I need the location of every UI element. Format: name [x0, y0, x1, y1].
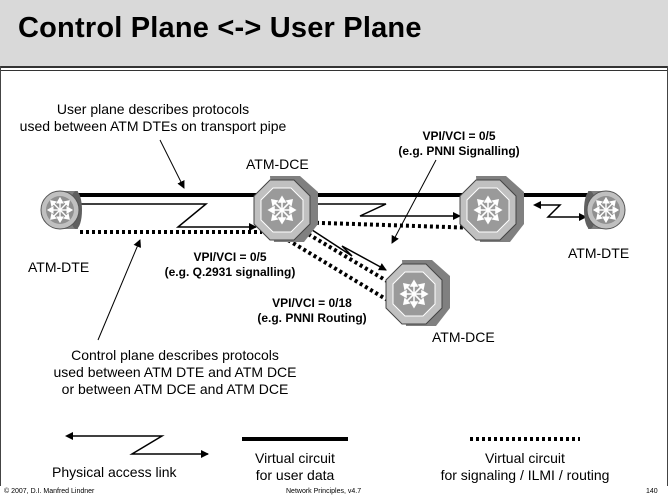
control-plane-text-2: used between ATM DTE and ATM DCE — [53, 364, 297, 380]
atm-dce-top-label: ATM-DCE — [246, 156, 309, 172]
physical-link-lower — [300, 222, 387, 271]
control-plane-pointer — [97, 239, 141, 341]
user-plane-annotation: User plane describes protocols used betw… — [0, 101, 306, 135]
footer-copyright: © 2007, D.I. Manfred Lindner — [4, 488, 95, 495]
atm-dte-left-label: ATM-DTE — [28, 259, 90, 275]
legend-signalling-label: Virtual circuit for signaling / ILMI / r… — [420, 450, 630, 484]
atm-dte-right-label: ATM-DTE — [568, 245, 630, 261]
physical-link-left — [71, 200, 257, 231]
atm-dce-right-icon — [459, 176, 524, 242]
physical-link-right — [533, 201, 587, 221]
user-plane-text-1: User plane describes protocols — [56, 101, 250, 117]
legend-physical-link-symbol — [65, 432, 209, 458]
legend-user-data-text-1: Virtual circuit — [255, 450, 335, 466]
legend-signalling-text-1: Virtual circuit — [485, 450, 565, 466]
signalling-circuit-dce-dce — [291, 220, 479, 230]
pnni-routing-text-1: VPI/VCI = 0/18 — [272, 296, 352, 310]
pnni-signalling-text-1: VPI/VCI = 0/5 — [422, 129, 496, 143]
signalling-pointer — [391, 159, 437, 244]
control-plane-annotation: Control plane describes protocols used b… — [0, 347, 350, 398]
legend-physical-label: Physical access link — [52, 464, 177, 480]
title-bar: Control Plane <-> User Plane — [0, 0, 668, 68]
footer-course: Network Principles, v4.7 — [286, 488, 362, 495]
pnni-signalling-annotation: VPI/VCI = 0/5 (e.g. PNNI Signalling) — [384, 129, 534, 159]
pnni-routing-annotation: VPI/VCI = 0/18 (e.g. PNNI Routing) — [236, 296, 388, 326]
user-plane-text-2: used between ATM DTEs on transport pipe — [19, 118, 287, 134]
atm-dte-left-icon — [40, 190, 82, 230]
physical-link-middle — [305, 200, 461, 220]
slide-title: Control Plane <-> User Plane — [18, 12, 422, 44]
legend-user-data-text-2: for user data — [255, 467, 335, 483]
atm-dce-top-icon — [253, 176, 318, 242]
atm-dce-bottom-label: ATM-DCE — [432, 329, 495, 345]
q2931-annotation: VPI/VCI = 0/5 (e.g. Q.2931 signalling) — [150, 250, 310, 280]
q2931-text-2: (e.g. Q.2931 signalling) — [164, 265, 296, 279]
control-plane-text-3: or between ATM DCE and ATM DCE — [61, 381, 289, 397]
q2931-text-1: VPI/VCI = 0/5 — [193, 250, 267, 264]
footer-page-number: 140 — [646, 488, 658, 495]
legend-user-data-label: Virtual circuit for user data — [230, 450, 360, 484]
legend-signalling-text-2: for signaling / ILMI / routing — [440, 467, 610, 483]
title-divider — [0, 70, 668, 71]
control-plane-text-1: Control plane describes protocols — [71, 347, 279, 363]
atm-dte-right-icon — [584, 190, 626, 230]
pnni-signalling-text-2: (e.g. PNNI Signalling) — [398, 144, 520, 158]
pnni-routing-text-2: (e.g. PNNI Routing) — [257, 311, 367, 325]
atm-dce-bottom-icon — [385, 260, 450, 326]
user-plane-pointer — [159, 139, 185, 189]
